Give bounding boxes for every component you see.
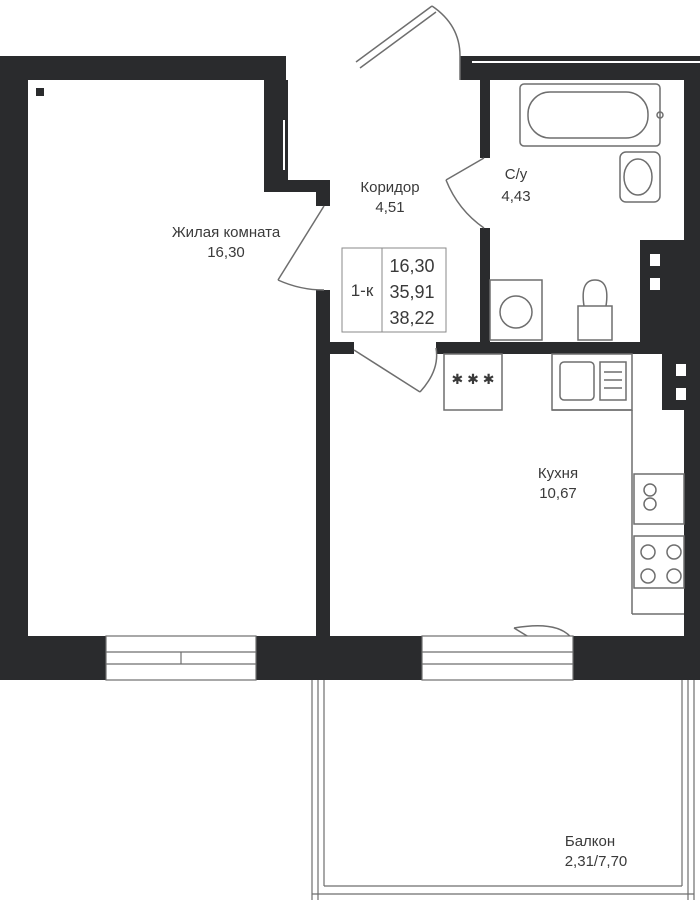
- door-living: [277, 205, 325, 291]
- washing-machine: [489, 279, 543, 341]
- wall-partition-step: [264, 180, 330, 192]
- door-bathroom: [445, 157, 485, 229]
- wall-kitchen-top: [436, 342, 700, 354]
- window-kitchen: [421, 635, 574, 681]
- corridor-name: Коридор: [360, 179, 419, 196]
- corridor-area: 4,51: [375, 199, 404, 216]
- wall-top-living: [0, 56, 286, 80]
- stove-burner-marks: ✱ ✱ ✱: [452, 371, 495, 387]
- apartment-type: 1-к: [351, 281, 374, 300]
- balcony-area: 2,31/7,70: [565, 853, 628, 870]
- door-kitchen: [353, 347, 438, 393]
- wall-kitchen-top-left: [316, 342, 354, 354]
- window-living: [105, 635, 257, 681]
- wall-left: [0, 56, 28, 680]
- wall-bottom-left: [0, 636, 106, 680]
- bathroom-name: С/у: [505, 166, 528, 183]
- wall-partition-jamb: [316, 180, 330, 206]
- shaft-block: [640, 240, 684, 354]
- bathtub: [519, 83, 664, 147]
- wall-bottom-mid: [256, 636, 422, 680]
- refrigerator: [633, 473, 685, 525]
- kitchen-counter: [443, 353, 684, 615]
- wall-bottom-right: [573, 636, 700, 680]
- cooktop: [633, 535, 685, 589]
- wall-partition-lower: [316, 290, 330, 636]
- bathroom-area: 4,43: [501, 188, 530, 205]
- balcony: [311, 680, 695, 900]
- wall-bath-left-upper: [480, 80, 490, 158]
- kitchen-name: Кухня: [538, 465, 578, 482]
- living-room-name: Жилая комната: [172, 224, 281, 241]
- wall-bath-left-lower: [480, 228, 490, 354]
- toilet: [577, 279, 613, 341]
- wall-details: [28, 61, 700, 400]
- wall-top-right: [460, 56, 700, 80]
- living-room-area: 16,30: [207, 244, 245, 261]
- summary-box: [341, 247, 447, 333]
- summary-total-balcony: 38,22: [389, 308, 434, 328]
- summary-living-area: 16,30: [389, 256, 434, 276]
- washbasin: [619, 151, 661, 203]
- kitchen-sink: [559, 361, 627, 401]
- summary-total-area: 35,91: [389, 282, 434, 302]
- walls: [0, 56, 700, 680]
- balcony-name: Балкон: [565, 833, 615, 850]
- entrance-door: [355, 5, 461, 80]
- kitchen-area: 10,67: [539, 485, 577, 502]
